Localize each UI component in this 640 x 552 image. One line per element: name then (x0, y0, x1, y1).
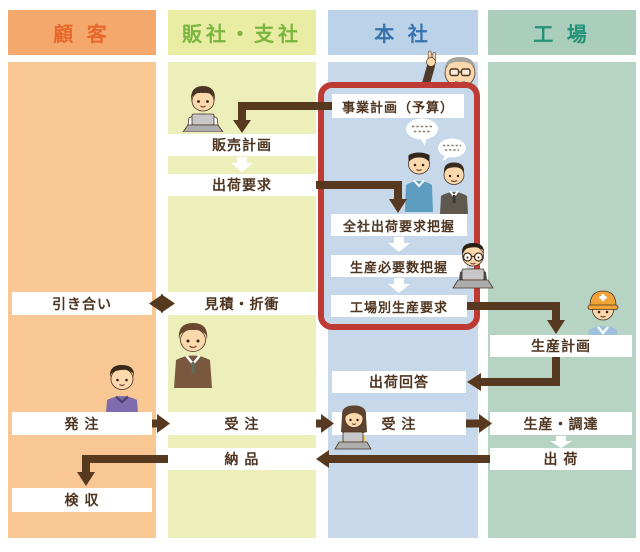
node-production-plan: 生産計画 (490, 335, 632, 357)
node-delivery: 納 品 (168, 448, 316, 470)
sales-rep-at-laptop-icon (182, 86, 224, 132)
lane-header-hq: 本 社 (328, 10, 478, 55)
hq-staff-blue-shirt-icon (405, 152, 433, 212)
speech-bubble-icon (406, 118, 438, 146)
sales-manager-brown-suit-icon (174, 323, 212, 388)
analyst-with-glasses-at-laptop-icon (452, 243, 494, 289)
lane-header-customer: 顧 客 (8, 10, 156, 55)
node-per-factory-production-request: 工場別生産要求 (331, 295, 467, 317)
node-order-received-sales: 受 注 (168, 412, 316, 435)
node-production-qty-grasp: 生産必要数把握 (331, 255, 467, 277)
node-shipping: 出 荷 (490, 448, 632, 470)
node-inquiry: 引き合い (12, 292, 152, 315)
node-order: 発 注 (12, 412, 152, 435)
hq-staff-suit-icon (440, 162, 468, 214)
hq-woman-at-laptop-icon (334, 405, 372, 450)
node-production-procurement: 生産・調達 (490, 412, 632, 435)
node-shipping-request: 出荷要求 (168, 174, 316, 196)
node-sales-plan: 販売計画 (168, 134, 316, 156)
speech-bubble-icon (438, 138, 466, 162)
node-estimate-negotiation: 見積・折衝 (168, 292, 316, 315)
node-shipping-answer: 出荷回答 (332, 371, 466, 393)
customer-man-purple-icon (106, 365, 138, 413)
node-companywide-shipping-grasp: 全社出荷要求把握 (331, 214, 467, 236)
lane-header-sales: 販社・支社 (168, 10, 316, 55)
node-acceptance: 検 収 (12, 488, 152, 512)
factory-worker-helmet-icon (587, 290, 619, 338)
lane-header-factory: 工 場 (488, 10, 636, 55)
node-business-plan: 事業計画（予算） (332, 94, 464, 118)
